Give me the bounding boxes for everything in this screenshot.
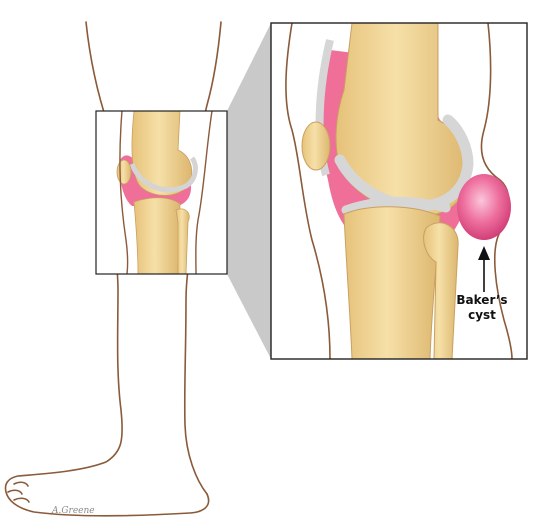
annotation-label-line2: cyst (468, 308, 496, 322)
inset-knee (271, 23, 527, 359)
small-knee (96, 111, 227, 274)
zoom-projection (227, 23, 271, 359)
inset-frame (270, 22, 528, 360)
bakers-cyst (457, 174, 511, 240)
annotation-arrow-head (478, 246, 490, 260)
artist-signature: A.Greene (51, 506, 95, 516)
small-frame (95, 110, 228, 275)
annotation-label-line1: Baker’s (456, 293, 507, 307)
